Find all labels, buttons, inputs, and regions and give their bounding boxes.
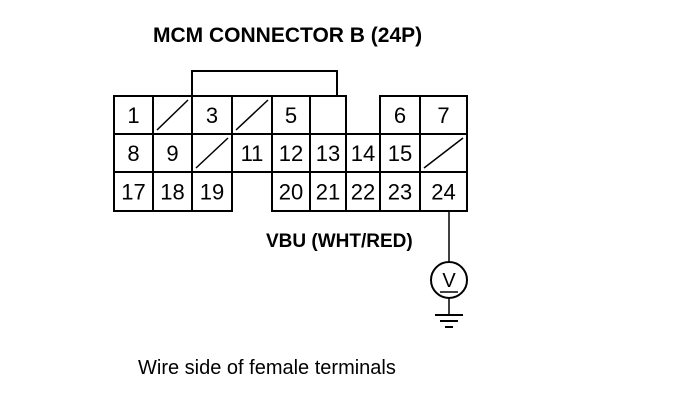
pin-cell: 22 bbox=[345, 171, 381, 212]
pin-cell: 15 bbox=[379, 133, 421, 173]
pin-number: 11 bbox=[241, 141, 264, 166]
pin-cell: 24 bbox=[419, 171, 468, 212]
pin-number: 9 bbox=[166, 141, 178, 166]
pin-number: 3 bbox=[206, 103, 218, 128]
pin-cell: 20 bbox=[271, 171, 311, 212]
pin-number: 12 bbox=[279, 141, 303, 166]
unused-slash bbox=[235, 99, 269, 131]
unused-cavity bbox=[191, 133, 233, 173]
voltmeter-icon: V bbox=[430, 261, 468, 299]
pin-cell: 21 bbox=[309, 171, 347, 212]
pin-cell: 3 bbox=[191, 95, 233, 135]
pin-number: 8 bbox=[127, 141, 139, 166]
pin-cell: 6 bbox=[379, 95, 421, 135]
pin-number: 6 bbox=[394, 103, 406, 128]
pin-cell: 14 bbox=[345, 133, 381, 173]
pin-cell: 23 bbox=[379, 171, 421, 212]
unused-slash bbox=[423, 137, 464, 169]
pin-cell: 8 bbox=[113, 133, 154, 173]
pin-number: 1 bbox=[127, 103, 139, 128]
pin-number: 23 bbox=[388, 180, 412, 205]
pin-number: 15 bbox=[388, 141, 412, 166]
pin-number: 22 bbox=[351, 180, 375, 205]
pin-cell: 17 bbox=[113, 171, 154, 212]
pin-cell: 12 bbox=[271, 133, 311, 173]
connector-lock-tab bbox=[191, 70, 338, 96]
diagram-caption: Wire side of female terminals bbox=[138, 357, 396, 379]
ground-icon bbox=[435, 314, 463, 328]
pin-cell: 13 bbox=[309, 133, 347, 173]
pin-cell: 19 bbox=[191, 171, 233, 212]
pin-number: 20 bbox=[279, 180, 303, 205]
pin-number: 5 bbox=[285, 103, 297, 128]
pin-number: 14 bbox=[351, 141, 375, 166]
unused-cavity bbox=[231, 95, 273, 135]
pin-number: 24 bbox=[431, 180, 455, 205]
pin-number: 13 bbox=[316, 141, 340, 166]
pin-number: 18 bbox=[160, 180, 184, 205]
unused-cavity bbox=[419, 133, 468, 173]
diagram-title: MCM CONNECTOR B (24P) bbox=[153, 24, 422, 47]
pin-cell: 9 bbox=[152, 133, 193, 173]
pin-number: 21 bbox=[316, 180, 340, 205]
pin-cell: 7 bbox=[419, 95, 468, 135]
pin-number: 7 bbox=[437, 103, 449, 128]
unused-cavity bbox=[152, 95, 193, 135]
unused-slash bbox=[156, 99, 189, 131]
wire-label: VBU (WHT/RED) bbox=[266, 231, 413, 252]
pin-cell: 18 bbox=[152, 171, 193, 212]
pin-cell: 11 bbox=[231, 133, 273, 173]
pin-cell: 1 bbox=[113, 95, 154, 135]
pin-number: 17 bbox=[121, 180, 145, 205]
pin-cell: 5 bbox=[271, 95, 311, 135]
pin-number: 19 bbox=[200, 180, 224, 205]
voltmeter-symbol: V bbox=[442, 270, 456, 292]
unused-slash bbox=[195, 137, 229, 169]
